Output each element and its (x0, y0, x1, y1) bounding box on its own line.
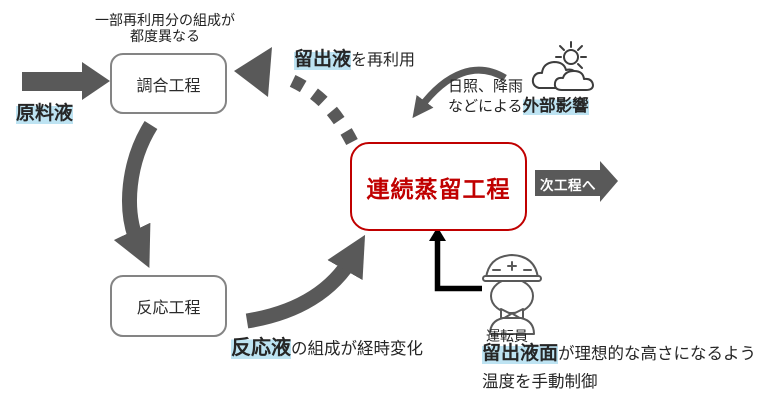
reaction-note-rest: の組成が経時変化 (291, 339, 423, 358)
reuse-label: 留出液を再利用 (294, 44, 415, 71)
feed-arrow (22, 62, 110, 100)
blend-variation-note-line1: 一部再利用分の組成が (95, 13, 235, 29)
control-note-line2: 温度を手動制御 (482, 372, 598, 391)
operator-icon (482, 254, 542, 335)
external-influence-arrow (412, 66, 507, 119)
blend-variation-note-line2: 都度異なる (130, 29, 200, 45)
distillation-process-box: 連続蒸留工程 (350, 142, 527, 231)
reaction-process-label: 反応工程 (136, 298, 201, 317)
feed-label-text: 原料液 (16, 102, 74, 124)
reaction-composition-note: 反応液の組成が経時変化 (231, 331, 423, 360)
external-influence-line1: 日照、降雨 (448, 77, 524, 95)
feed-label: 原料液 (16, 98, 74, 125)
reaction-process-box: 反応工程 (110, 275, 227, 337)
operator-label: 運転員 (486, 329, 528, 345)
distillation-process-label: 連続蒸留工程 (366, 176, 511, 203)
control-note-rest: が理想的な高さになるよう (558, 344, 757, 363)
distillate-reuse-arrowhead (234, 47, 272, 97)
sun-clouds-icon (531, 41, 594, 91)
operator-control-arrow (434, 240, 482, 292)
blend-to-reaction-arrow (113, 121, 158, 268)
reuse-label-rest: を再利用 (351, 50, 416, 69)
reaction-to-distillation-arrow (245, 234, 366, 329)
external-influence-note: 日照、降雨 などによる外部影響 (448, 77, 589, 121)
reaction-note-bold: 反応液 (231, 335, 291, 359)
blend-process-label: 調合工程 (136, 75, 201, 95)
next-process-arrow (535, 161, 618, 202)
reuse-label-bold: 留出液 (294, 48, 352, 70)
blend-process-box: 調合工程 (110, 53, 227, 114)
distillate-reuse-dashed-arrow (281, 71, 358, 146)
operator-control-arrowhead (429, 227, 446, 241)
manual-control-note: 留出液面が理想的な高さになるよう 温度を手動制御 (482, 340, 756, 392)
next-process-label: 次工程へ (540, 178, 596, 194)
control-note-bold: 留出液面 (482, 342, 559, 364)
blend-variation-note: 一部再利用分の組成が 都度異なる (84, 13, 246, 45)
external-influence-line2-bold: 外部影響 (522, 96, 589, 115)
external-influence-line2-pre: などによる (448, 97, 523, 115)
